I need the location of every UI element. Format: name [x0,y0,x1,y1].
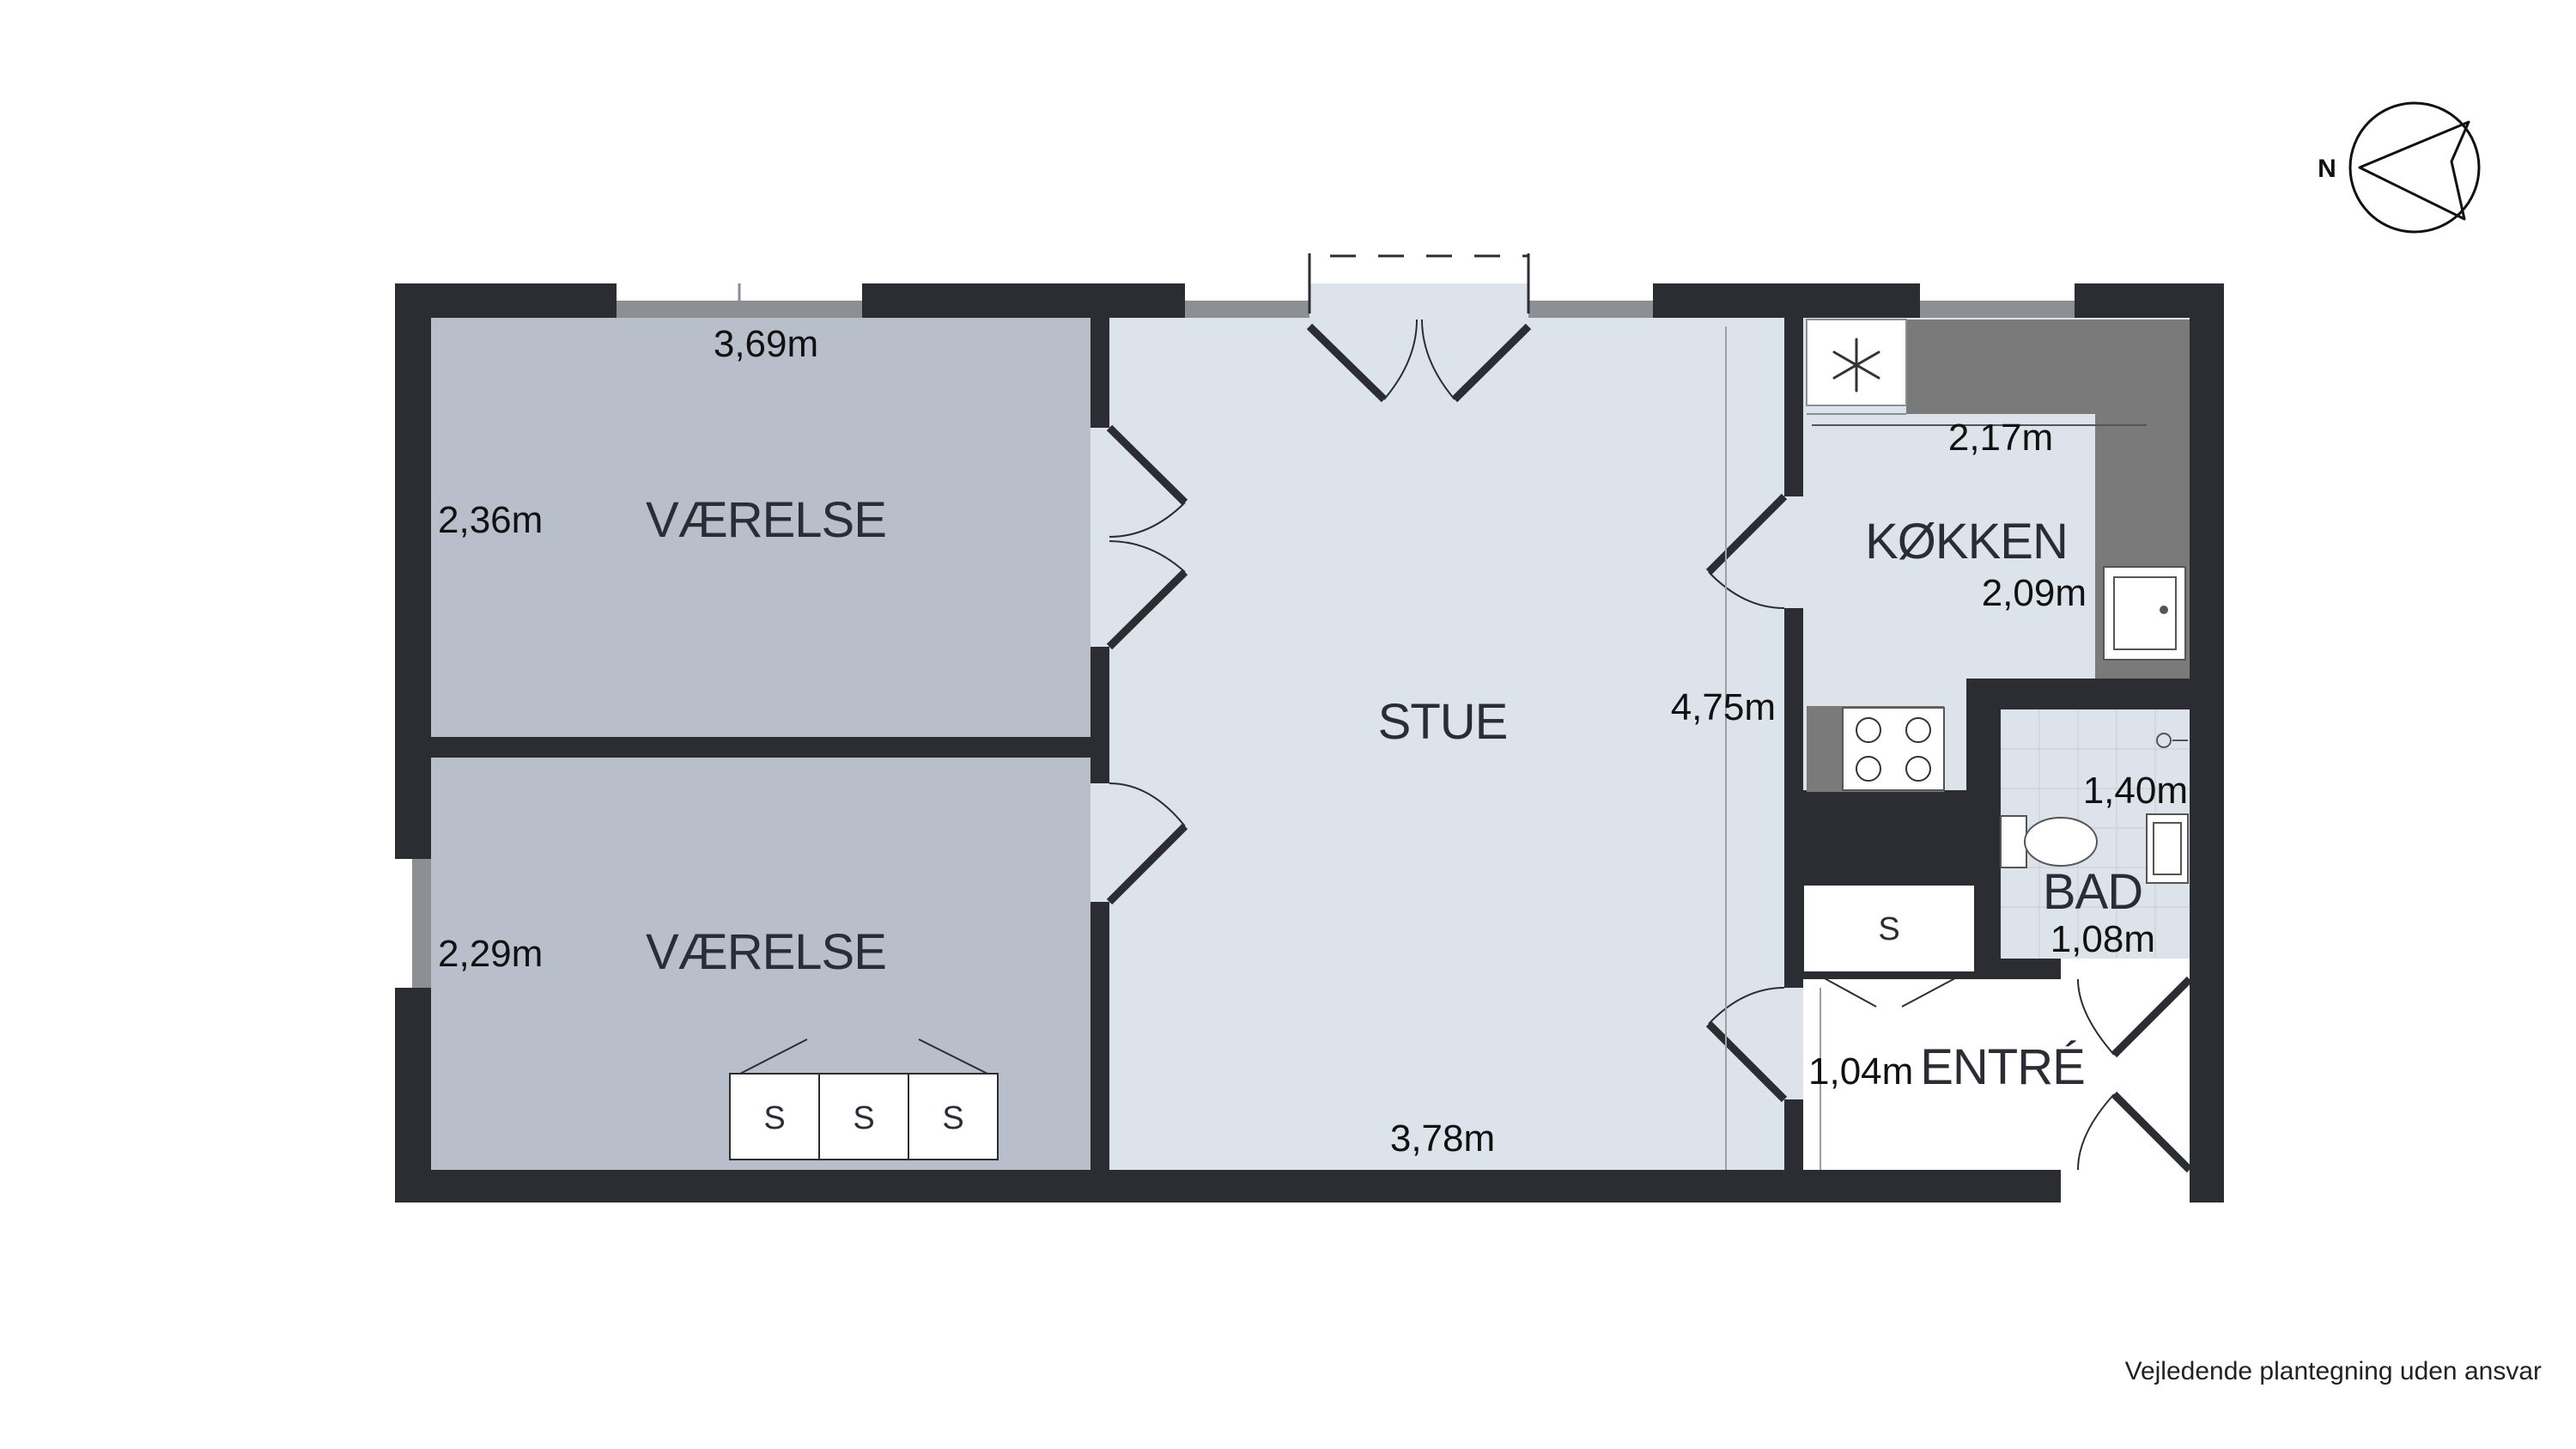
wall-kokken-bad-upper [1966,679,2190,709]
dim-vaerelse-top-width: 3,69m [714,323,818,365]
dim-vaerelse-top-depth: 2,36m [438,499,543,541]
stue-floor [1109,318,1784,1170]
balcony-door-opening [1309,283,1528,320]
disclaimer-text: Vejledende plantegning uden ansvar [2124,1357,2542,1385]
door-opening [1784,496,1803,608]
room-name-vaerelse-top: VÆRELSE [646,492,886,548]
closet-door-swing [739,1038,808,1075]
bathroom-sink-icon [2146,813,2189,884]
compass-icon [2348,101,2481,234]
door-leaf [2111,1091,2193,1173]
door-leaf [1106,569,1188,650]
door-swing [1109,782,1186,827]
balcony-outline [1308,254,1530,283]
burner-icon [1856,717,1931,782]
faucet-icon [2160,606,2168,614]
toilet-icon [2000,815,2098,868]
vaerelse-top-floor [431,318,1091,737]
closet-door-swing [918,1038,988,1075]
closet-label: S [853,1100,874,1136]
door-swing [2077,978,2115,1056]
dim-vaerelse-bottom-depth: 2,29m [438,933,543,975]
sink-basin [2113,576,2177,650]
door-swing [2077,1093,2115,1171]
window-sill [1528,301,1653,318]
balcony-door-leaf [1306,323,1388,403]
window-sill [1920,301,2075,318]
door-opening [1091,783,1109,902]
door-swing [1383,319,1418,400]
door-opening [1091,428,1109,647]
door-swing [1708,571,1785,609]
snowflake-icon [1832,338,1880,393]
door-swing [1421,319,1455,400]
entre-floor [1803,979,2190,1170]
entre-closet-box [1802,884,1976,973]
dim-kokken-width: 2,17m [1948,417,2053,459]
dim-entre: 1,04m [1808,1050,1913,1093]
door-swing [1109,540,1186,573]
closet [818,1073,909,1160]
room-name-bad: BAD [2043,864,2142,920]
room-name-kokken: KØKKEN [1865,514,2068,569]
closet [729,1073,820,1160]
door-leaf [1705,493,1788,575]
room-name-vaerelse-bottom: VÆRELSE [646,924,886,980]
door-leaf [1705,1020,1788,1103]
front-door-opening [2061,1170,2190,1202]
door-leaf [1106,823,1188,905]
room-name-stue: STUE [1378,694,1508,750]
compass-north-label: N [2318,155,2336,183]
dim-stue-depth: 4,75m [1671,686,1776,728]
wall-between-vaerelser [431,737,1091,758]
door-leaf [2111,976,2193,1058]
closet-label: S [1878,911,1899,947]
wall-closet-top [1803,876,1975,885]
door-opening [2061,959,2190,979]
shower-icon [2156,733,2188,748]
room-name-entre: ENTRÉ [1920,1039,2085,1095]
stove-top [1842,707,1945,791]
door-swing [1708,987,1785,1025]
door-opening [1784,988,1803,1099]
closet-door-swing [1813,971,1877,1008]
door-swing [1109,502,1186,538]
dim-kokken-depth: 2,09m [1982,572,2087,614]
closet-label: S [763,1100,785,1136]
window-sill [1185,301,1309,318]
window-sill [412,859,431,988]
closet-label: S [942,1100,963,1136]
closet-door-swing [1901,971,1967,1008]
closet [908,1073,999,1160]
dim-bad-width: 1,40m [2083,770,2188,812]
dim-bad-depth: 1,08m [2050,918,2155,960]
balcony-door-leaf [1451,323,1532,403]
door-leaf [1106,424,1188,506]
wall-bad-left [1975,709,2001,976]
wall-kokken-bad [1803,790,2001,885]
dim-stue-width: 3,78m [1390,1117,1495,1160]
